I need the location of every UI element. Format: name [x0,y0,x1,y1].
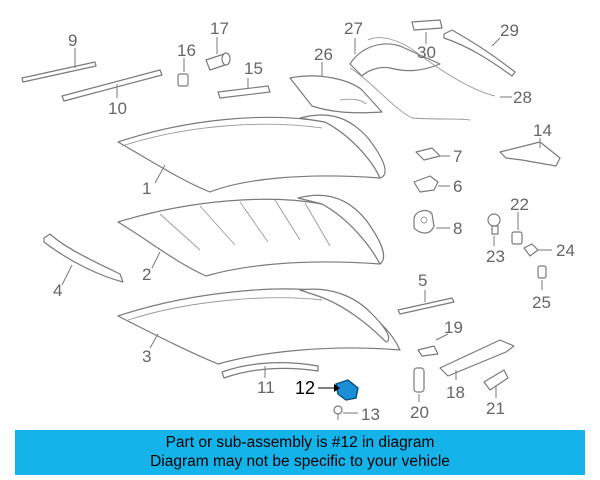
part-19-bracket [417,345,439,357]
callout-number: 8 [453,219,462,238]
callout-number: 22 [510,195,529,214]
part-23-screw [487,213,501,235]
part-2-roof-liner [117,194,385,277]
part-18-trim-arm [439,339,515,377]
callout-number: 16 [177,41,196,60]
callout-number: 13 [361,405,380,424]
part-8-latch [413,209,435,234]
part-21-wedge [483,369,509,391]
part-13-bolt [333,405,343,420]
callout-number: 27 [344,19,363,38]
callout-number: 23 [486,247,505,266]
part-22-block [511,231,523,245]
part-20-post [413,367,425,393]
part-17-cylinder [205,52,231,71]
callout-number: 30 [417,43,436,62]
callout-number: 19 [444,318,463,337]
banner-line-2: Diagram may not be specific to your vehi… [150,453,450,470]
callout-number: 26 [314,45,333,64]
part-14-frame [499,141,561,167]
part-9-rod [21,61,97,83]
banner-line-1: Part or sub-assembly is #12 in diagram [165,434,435,451]
part-29-side-trim [443,29,516,77]
callout-number: 1 [142,179,151,198]
info-banner: Part or sub-assembly is #12 in diagram D… [15,430,585,475]
callout-number: 3 [142,347,151,366]
part-3-rear-cover [117,288,401,365]
part-5-trim-strip [397,297,455,315]
part-12-highlighted[interactable] [335,379,359,401]
part-4-side-rail [43,233,124,283]
callout-number: 29 [500,21,519,40]
callout-number: 11 [257,378,275,397]
callout-number: 25 [532,293,551,312]
part-15-handle [217,85,271,99]
callout-number: 20 [410,403,429,422]
callout-number: 4 [53,281,62,300]
callout-number: 10 [108,99,127,118]
part-6-bracket [413,175,439,193]
callout-number: 28 [513,88,532,107]
part-1-roof-panel [117,114,386,193]
callout-number: 9 [68,31,77,50]
part-10-rod [61,69,163,102]
callout-number: 2 [142,265,151,284]
part-26-rear-window [289,75,383,114]
part-7-clip [415,147,441,161]
callout-number: 17 [210,19,229,38]
part-16-peg [177,73,189,87]
part-25-cap [537,265,547,279]
callout-number: 18 [446,383,465,402]
part-11-seal [221,362,319,379]
parts-diagram: 1 2 3 4 5 6 7 8 [21,19,575,424]
part-30-bar [411,19,443,31]
callout-number: 6 [453,177,462,196]
callout-number: 12 [295,378,315,398]
part-24-tab [523,243,539,257]
callout-number: 14 [533,121,552,140]
part-27-weatherstrip [349,43,471,121]
callout-number: 21 [486,399,505,418]
part-28-long-seal [367,37,496,97]
callout-number: 15 [244,59,263,78]
callout-number: 24 [556,241,575,260]
callout-number: 7 [453,147,462,166]
callout-number: 5 [418,271,427,290]
